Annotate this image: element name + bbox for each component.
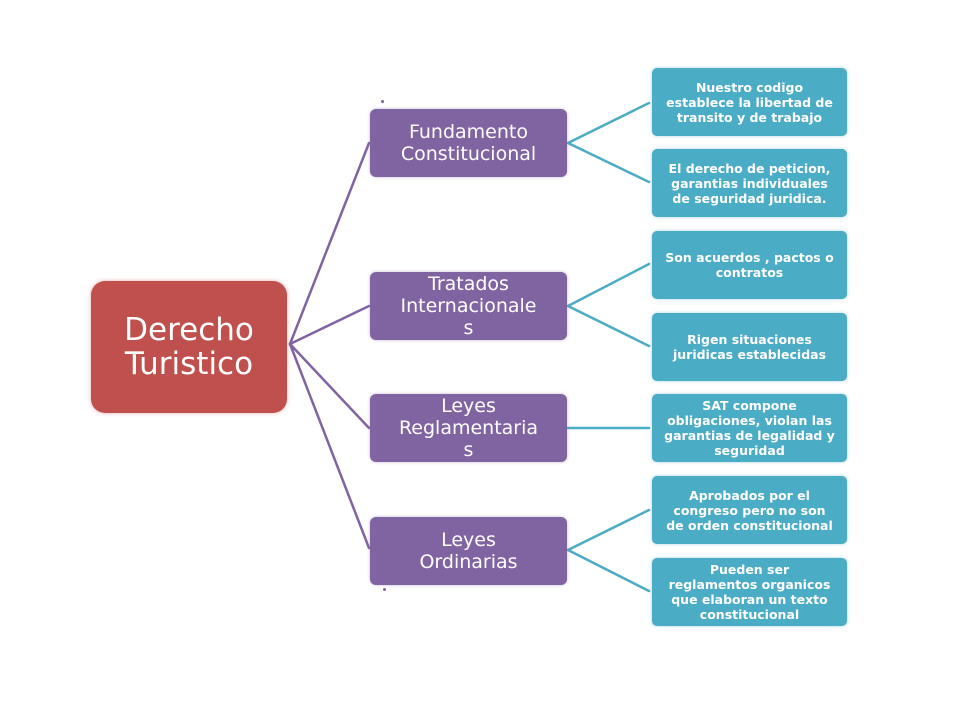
leaf-connector-line <box>566 508 651 552</box>
leaf-connector-line <box>566 262 651 308</box>
leaf-connectors <box>566 101 651 593</box>
leaf-libertad-transito: Nuestro codigo establece la libertad de … <box>652 68 847 136</box>
leaf-aprobados-congreso: Aprobados por el congreso pero no son de… <box>652 476 847 544</box>
leaf-connector-line <box>566 141 651 184</box>
leaf-connector-line <box>566 548 651 593</box>
leaf-reglamentos-organicos: Pueden ser reglamentos organicos que ela… <box>652 558 847 626</box>
root-connector-line <box>288 342 371 550</box>
root-connector-line <box>288 342 371 430</box>
decorative-dot <box>381 100 384 103</box>
leaf-sat-obligaciones: SAT compone obligaciones, violan las gar… <box>652 394 847 462</box>
leaf-connector-line <box>566 304 651 348</box>
leaf-situaciones-juridicas: Rigen situaciones juridicas establecidas <box>652 313 847 381</box>
root-connector-line <box>288 141 371 346</box>
leaf-connector-line <box>566 101 651 145</box>
root-connector-line <box>288 304 371 346</box>
category-leyes-ordinarias: Leyes Ordinarias <box>370 517 567 585</box>
category-tratados-internacionales: Tratados Internacionale s <box>370 272 567 340</box>
category-fundamento-constitucional: Fundamento Constitucional <box>370 109 567 177</box>
root-node-derecho-turistico: Derecho Turistico <box>91 281 287 413</box>
decorative-dot <box>383 588 386 591</box>
leaf-acuerdos-pactos: Son acuerdos , pactos o contratos <box>652 231 847 299</box>
leaf-derecho-peticion: El derecho de peticion, garantias indivi… <box>652 149 847 217</box>
root-connectors <box>288 141 371 550</box>
category-leyes-reglamentarias: Leyes Reglamentaria s <box>370 394 567 462</box>
